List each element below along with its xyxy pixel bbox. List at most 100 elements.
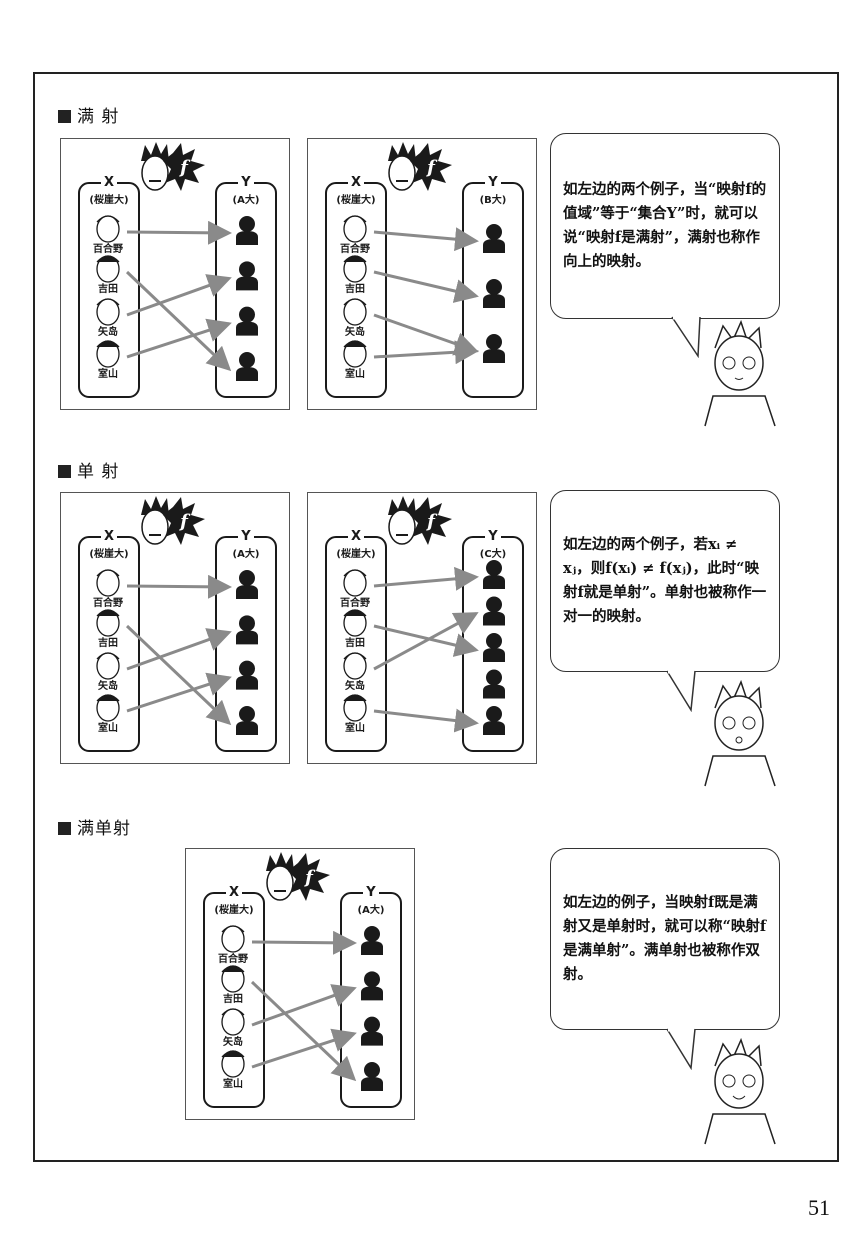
silhouette-head-icon xyxy=(239,570,255,586)
student-hair-icon xyxy=(96,609,120,617)
target-person-5 xyxy=(483,706,505,735)
student-name: 百合野 xyxy=(340,242,370,255)
domain-set-name: (桜崖大) xyxy=(214,903,253,916)
domain-label: X xyxy=(229,885,239,900)
square-bullet-icon xyxy=(58,465,71,478)
student-1: 百合野 xyxy=(340,569,370,609)
student-hair-icon xyxy=(343,569,367,577)
silhouette-head-icon xyxy=(239,352,255,368)
target-person-1 xyxy=(236,216,258,245)
student-name: 室山 xyxy=(345,367,365,380)
codomain-label: Y xyxy=(365,885,376,900)
label-gap xyxy=(485,177,501,187)
teacher-character-illustration xyxy=(704,319,776,427)
student-hair-icon xyxy=(96,340,120,348)
student-hair-icon xyxy=(96,298,120,306)
label-gap xyxy=(485,531,501,541)
student-face-icon xyxy=(343,652,367,680)
section-heading-surjection: 满 射 xyxy=(58,102,119,127)
silhouette-body-icon xyxy=(483,648,505,662)
silhouette-head-icon xyxy=(239,615,255,632)
silhouette-head-icon xyxy=(486,706,502,722)
student-name: 百合野 xyxy=(93,242,123,255)
student-3: 矢岛 xyxy=(343,298,367,338)
domain-label: X xyxy=(104,529,114,544)
boss-face-icon xyxy=(141,155,169,191)
student-1: 百合野 xyxy=(218,925,248,965)
page-number: 51 xyxy=(808,1195,830,1220)
student-name: 矢岛 xyxy=(223,1035,243,1048)
silhouette-head-icon xyxy=(364,1016,380,1033)
silhouette-head-icon xyxy=(239,216,255,232)
mapping-arrow xyxy=(126,318,232,359)
silhouette-head-icon xyxy=(486,279,502,295)
student-face-icon xyxy=(343,298,367,326)
silhouette-head-icon xyxy=(364,926,380,942)
student-face-icon xyxy=(96,652,120,680)
codomain-set-name: (A大) xyxy=(358,903,385,916)
bubble-text: 如左边的两个例子，若xᵢ ≠ xⱼ，则f(xᵢ) ≠ f(xⱼ)，此时“映射f就… xyxy=(563,536,767,625)
student-1: 百合野 xyxy=(93,215,123,255)
heading-text: 满 射 xyxy=(77,107,120,127)
student-face-icon xyxy=(96,215,120,243)
target-person-1 xyxy=(236,570,258,599)
target-person-3 xyxy=(483,334,505,363)
student-4: 室山 xyxy=(96,340,120,380)
mapping-arrow xyxy=(373,624,479,657)
mapping-arrow xyxy=(126,574,232,599)
silhouette-body-icon xyxy=(361,986,383,1001)
boss-hair-icon xyxy=(388,142,416,161)
mapping-arrow xyxy=(126,628,232,671)
student-4: 室山 xyxy=(221,1050,245,1090)
target-person-4 xyxy=(483,669,505,699)
student-hair-icon xyxy=(221,965,245,973)
label-gap xyxy=(348,177,364,187)
boss-hair-icon xyxy=(266,852,294,871)
student-hair-icon xyxy=(96,569,120,577)
student-4: 室山 xyxy=(343,694,367,734)
silhouette-body-icon xyxy=(483,239,505,253)
starburst-icon xyxy=(288,853,330,901)
heading-text: 满单射 xyxy=(77,819,131,839)
student-face-icon xyxy=(343,569,367,597)
domain-label: X xyxy=(104,175,114,190)
domain-set-name: (桜崖大) xyxy=(336,193,375,206)
codomain-label: Y xyxy=(487,175,498,190)
student-hair-icon xyxy=(343,340,367,348)
label-gap xyxy=(238,177,254,187)
boss-face-icon xyxy=(388,155,416,191)
mapping-arrow xyxy=(373,313,479,356)
silhouette-body-icon xyxy=(236,276,258,291)
silhouette-head-icon xyxy=(486,334,502,350)
mapping-arrow xyxy=(373,566,479,591)
student-face-icon xyxy=(221,925,245,953)
student-name: 百合野 xyxy=(340,596,370,609)
student-4: 室山 xyxy=(343,340,367,380)
codomain-set-name: (A大) xyxy=(233,193,260,206)
mapping-arrow xyxy=(125,624,232,726)
student-hair-icon xyxy=(343,609,367,617)
student-name: 矢岛 xyxy=(98,679,118,692)
section-heading-bijection: 满单射 xyxy=(58,814,131,839)
domain-label: X xyxy=(351,175,361,190)
boss-hair-icon xyxy=(141,142,169,161)
silhouette-head-icon xyxy=(486,633,502,649)
silhouette-body-icon xyxy=(236,231,258,245)
target-person-4 xyxy=(236,352,258,381)
label-gap xyxy=(101,531,117,541)
codomain-label: Y xyxy=(240,175,251,190)
student-face-icon xyxy=(96,298,120,326)
codomain-set-name: (A大) xyxy=(233,547,260,560)
silhouette-body-icon xyxy=(236,630,258,645)
starburst-icon xyxy=(163,143,205,191)
speech-bubble: 如左边的两个例子，当“映射f的值域”等于“集合Y”时，就可以说“映射f是满射”，… xyxy=(550,133,780,319)
target-person-2 xyxy=(236,261,258,291)
target-person-4 xyxy=(236,706,258,735)
silhouette-head-icon xyxy=(486,224,502,240)
target-person-3 xyxy=(361,1016,383,1046)
student-face-icon xyxy=(221,1008,245,1036)
student-hair-icon xyxy=(221,1008,245,1016)
